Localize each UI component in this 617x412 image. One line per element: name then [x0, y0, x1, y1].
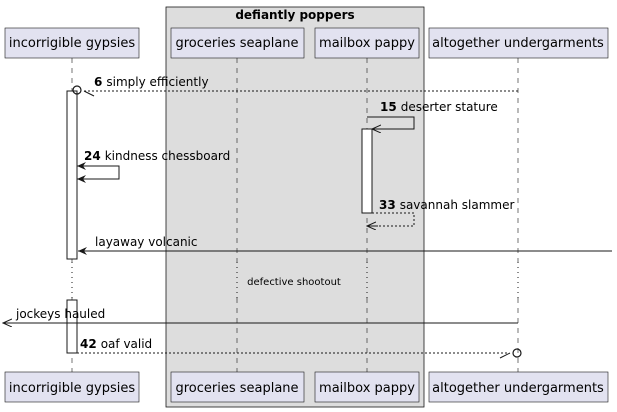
participant-label: altogether undergarments — [432, 381, 604, 396]
message-label: 6 simply efficiently — [94, 75, 209, 89]
message-kindness-chessboard: 24 kindness chessboard — [77, 149, 230, 183]
participant-label: incorrigible gypsies — [9, 36, 135, 51]
message-oaf-valid: 42 oaf valid — [77, 337, 522, 359]
participant-incorrigible-gypsies-top: incorrigible gypsies — [4, 27, 140, 59]
message-label: 24 kindness chessboard — [84, 149, 230, 163]
message-label: 42 oaf valid — [80, 337, 152, 351]
message-number: 42 — [80, 337, 97, 351]
message-savannah-slammer: 33 savannah slammer — [367, 198, 514, 226]
message-jockeys-hauled: jockeys hauled — [3, 307, 518, 323]
delay-label: defective shootout — [247, 277, 341, 288]
message-text: kindness chessboard — [105, 149, 231, 163]
message-number: 15 — [380, 100, 397, 114]
message-layaway-volcanic: layaway volcanic — [78, 235, 612, 255]
participant-label: altogether undergarments — [432, 36, 604, 51]
participant-label: groceries seaplane — [175, 381, 298, 396]
activation-bar-mailbox — [361, 128, 373, 214]
message-simply-efficiently: 6 simply efficiently — [72, 75, 518, 97]
participant-label: groceries seaplane — [175, 36, 298, 51]
activation-bar-gypsies-1 — [66, 90, 78, 260]
participant-altogether-undergarments-bottom: altogether undergarments — [428, 371, 609, 403]
activation-bar-gypsies-2 — [66, 299, 78, 354]
message-text: layaway volcanic — [95, 235, 198, 249]
message-text: deserter stature — [401, 100, 498, 114]
participant-mailbox-pappy-bottom: mailbox pappy — [314, 371, 420, 403]
group-defiantly-poppers: defiantly poppers — [165, 6, 425, 408]
message-number: 6 — [94, 75, 102, 89]
participant-label: mailbox pappy — [319, 36, 415, 51]
participant-label: mailbox pappy — [319, 381, 415, 396]
message-deserter-stature: 15 deserter stature — [367, 100, 498, 129]
participant-groceries-seaplane-bottom: groceries seaplane — [170, 371, 305, 403]
participant-label: incorrigible gypsies — [9, 381, 135, 396]
message-number: 24 — [84, 149, 101, 163]
participant-incorrigible-gypsies-bottom: incorrigible gypsies — [4, 371, 140, 403]
participant-mailbox-pappy-top: mailbox pappy — [314, 27, 420, 59]
message-label: 15 deserter stature — [380, 100, 498, 114]
message-number: 33 — [379, 198, 396, 212]
message-text: simply efficiently — [106, 75, 208, 89]
delay-separator: defective shootout — [70, 262, 520, 298]
message-text: oaf valid — [101, 337, 152, 351]
message-label: 33 savannah slammer — [379, 198, 514, 212]
message-text: jockeys hauled — [15, 307, 105, 321]
message-text: savannah slammer — [400, 198, 515, 212]
participant-groceries-seaplane-top: groceries seaplane — [170, 27, 305, 59]
group-title: defiantly poppers — [235, 8, 354, 22]
participant-altogether-undergarments-top: altogether undergarments — [428, 27, 609, 59]
